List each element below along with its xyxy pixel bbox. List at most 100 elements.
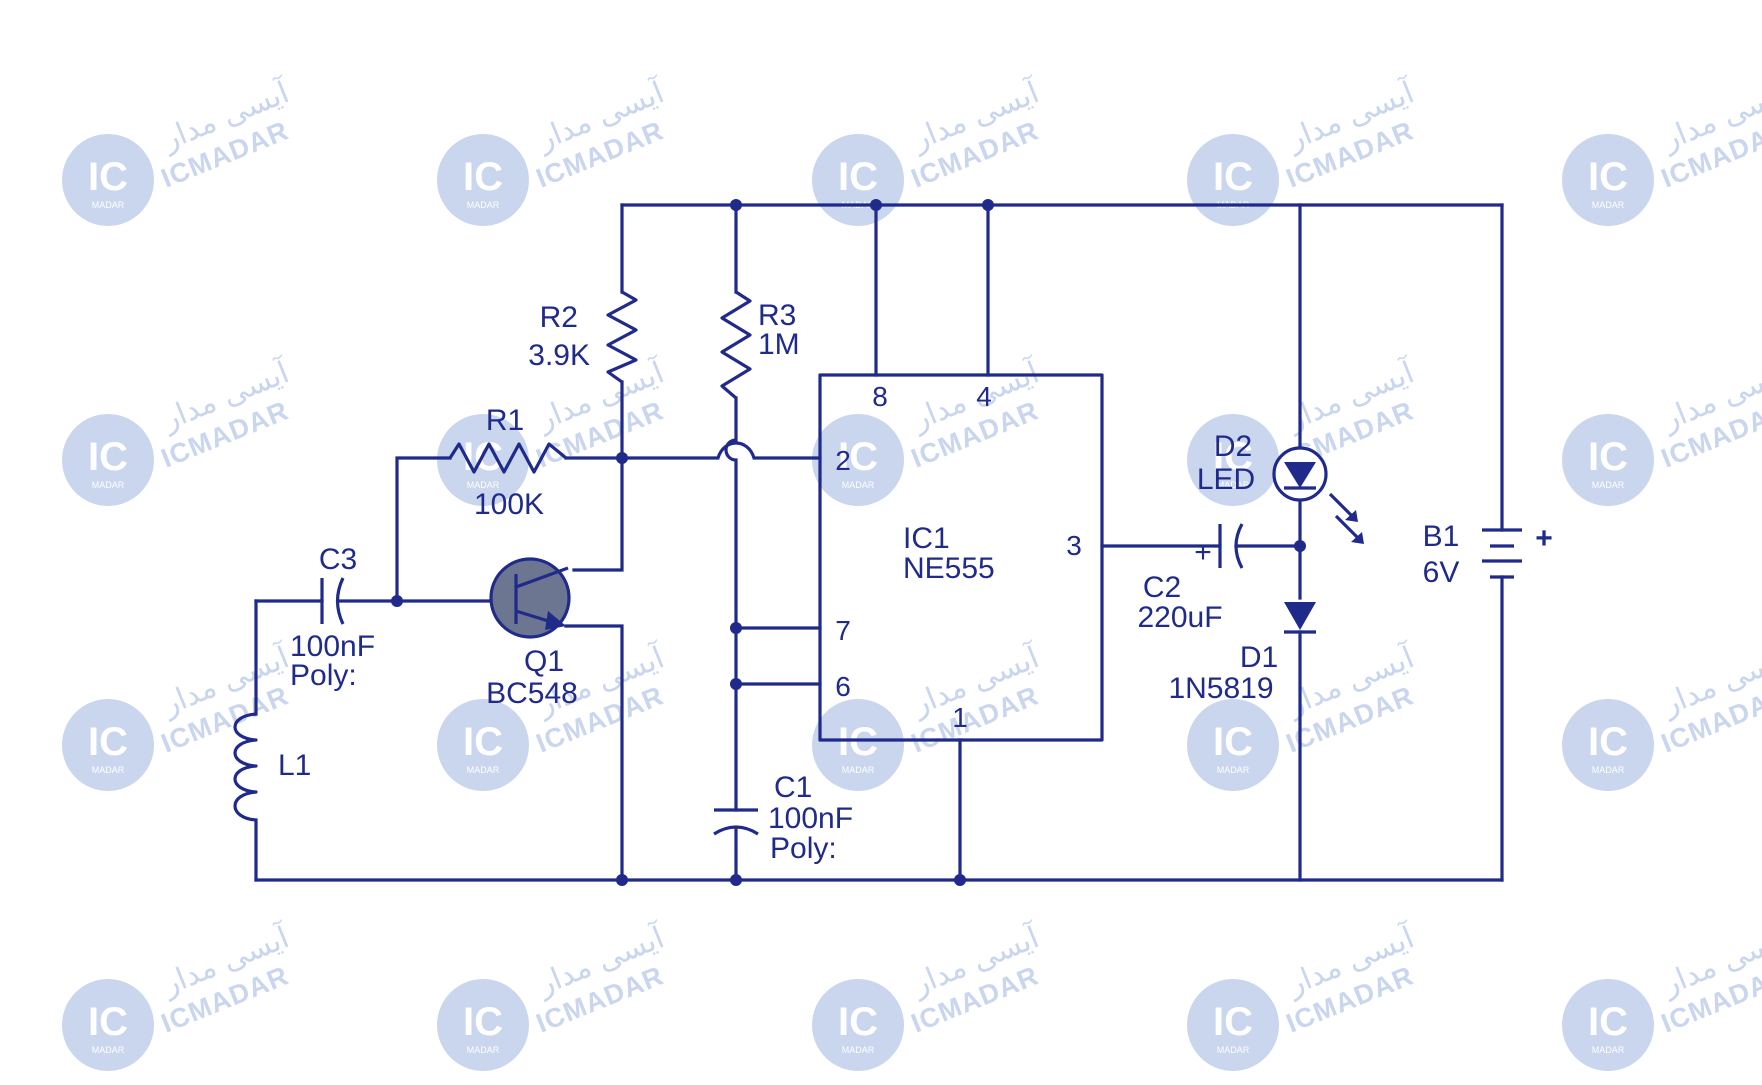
svg-text:IC: IC	[1588, 435, 1628, 479]
r3-name: R3	[758, 299, 796, 332]
c1-name: C1	[774, 771, 812, 804]
svg-text:MADAR: MADAR	[92, 1045, 125, 1055]
junction-dot	[391, 595, 403, 607]
c3-value: 100nF	[290, 630, 375, 663]
ic1-pin6-label: 6	[835, 671, 851, 702]
d2-name: D2	[1214, 430, 1252, 463]
ic1-value: NE555	[903, 552, 995, 585]
c2-value: 220uF	[1137, 601, 1222, 634]
junction-dot	[982, 199, 994, 211]
l1-inductor-symbol	[233, 712, 258, 822]
r1-value: 100K	[474, 488, 544, 521]
r1-resistor-symbol	[448, 442, 568, 474]
svg-text:IC: IC	[88, 1000, 128, 1044]
svg-text:MADAR: MADAR	[1592, 765, 1625, 775]
svg-text:MADAR: MADAR	[842, 1045, 875, 1055]
svg-text:MADAR: MADAR	[1217, 765, 1250, 775]
c2-capacitor-symbol	[1218, 523, 1244, 569]
r2-value: 3.9K	[528, 339, 590, 372]
b1-battery-symbol	[1482, 528, 1522, 579]
junction-dot	[730, 199, 742, 211]
c3-note: Poly:	[290, 659, 357, 692]
c1-note: Poly:	[770, 832, 837, 865]
wire-r1-left	[395, 456, 452, 603]
svg-text:MADAR: MADAR	[467, 200, 500, 210]
svg-text:MADAR: MADAR	[1592, 480, 1625, 490]
svg-text:IC: IC	[1213, 1000, 1253, 1044]
ic1-pin4-label: 4	[976, 381, 992, 412]
component-labels: R2 3.9K R3 1M R1 100K C3 100nF Poly: Q1 …	[278, 299, 1553, 865]
d1-diode-symbol	[1284, 602, 1316, 634]
ic1-ne555-body	[818, 373, 1104, 742]
b1-value: 6V	[1423, 556, 1460, 589]
c2-polarity: +	[1194, 536, 1212, 569]
svg-text:MADAR: MADAR	[842, 765, 875, 775]
c3-name: C3	[319, 543, 357, 576]
junction-dot	[870, 199, 882, 211]
d1-name: D1	[1240, 641, 1278, 674]
wire-pin2-trigger	[620, 441, 822, 460]
svg-text:IC: IC	[1213, 435, 1253, 479]
svg-text:MADAR: MADAR	[92, 200, 125, 210]
b1-polarity: +	[1535, 522, 1553, 555]
svg-text:IC: IC	[88, 155, 128, 199]
c1-capacitor-symbol	[713, 808, 759, 836]
svg-text:MADAR: MADAR	[467, 1045, 500, 1055]
r2-resistor-symbol	[606, 290, 638, 384]
ic1-pin8-label: 8	[872, 381, 888, 412]
svg-text:MADAR: MADAR	[1217, 480, 1250, 490]
junction-dot	[730, 622, 742, 634]
svg-text:MADAR: MADAR	[92, 480, 125, 490]
svg-text:MADAR: MADAR	[842, 480, 875, 490]
svg-text:IC: IC	[1588, 155, 1628, 199]
junction-dot	[616, 874, 628, 886]
l1-name: L1	[278, 749, 311, 782]
junction-dot	[730, 678, 742, 690]
svg-text:MADAR: MADAR	[1592, 200, 1625, 210]
svg-text:MADAR: MADAR	[1592, 1045, 1625, 1055]
wire-r2-collector	[572, 380, 624, 572]
svg-text:MADAR: MADAR	[467, 765, 500, 775]
q1-transistor-symbol	[489, 557, 571, 639]
svg-text:IC: IC	[1588, 720, 1628, 764]
b1-name: B1	[1423, 520, 1460, 553]
svg-text:IC: IC	[1213, 720, 1253, 764]
wire-r3-c1	[724, 396, 738, 812]
ic1-pin1-label: 1	[952, 702, 968, 733]
svg-text:IC: IC	[1588, 1000, 1628, 1044]
r3-value: 1M	[758, 328, 800, 361]
c2-name: C2	[1143, 571, 1181, 604]
svg-text:IC: IC	[463, 720, 503, 764]
d2-led-symbol	[1272, 446, 1364, 544]
c1-value: 100nF	[768, 802, 853, 835]
svg-text:IC: IC	[838, 155, 878, 199]
r3-resistor-symbol	[720, 290, 752, 400]
d1-value: 1N5819	[1168, 672, 1273, 705]
svg-text:IC: IC	[88, 720, 128, 764]
svg-text:MADAR: MADAR	[467, 480, 500, 490]
svg-text:IC: IC	[838, 1000, 878, 1044]
junctions	[391, 199, 1306, 886]
q1-value: BC548	[486, 677, 578, 710]
svg-text:MADAR: MADAR	[92, 765, 125, 775]
junction-dot	[1294, 540, 1306, 552]
q1-name: Q1	[524, 645, 564, 678]
svg-text:IC: IC	[463, 155, 503, 199]
r2-name: R2	[540, 301, 578, 334]
svg-text:IC: IC	[88, 435, 128, 479]
svg-text:IC: IC	[838, 435, 878, 479]
